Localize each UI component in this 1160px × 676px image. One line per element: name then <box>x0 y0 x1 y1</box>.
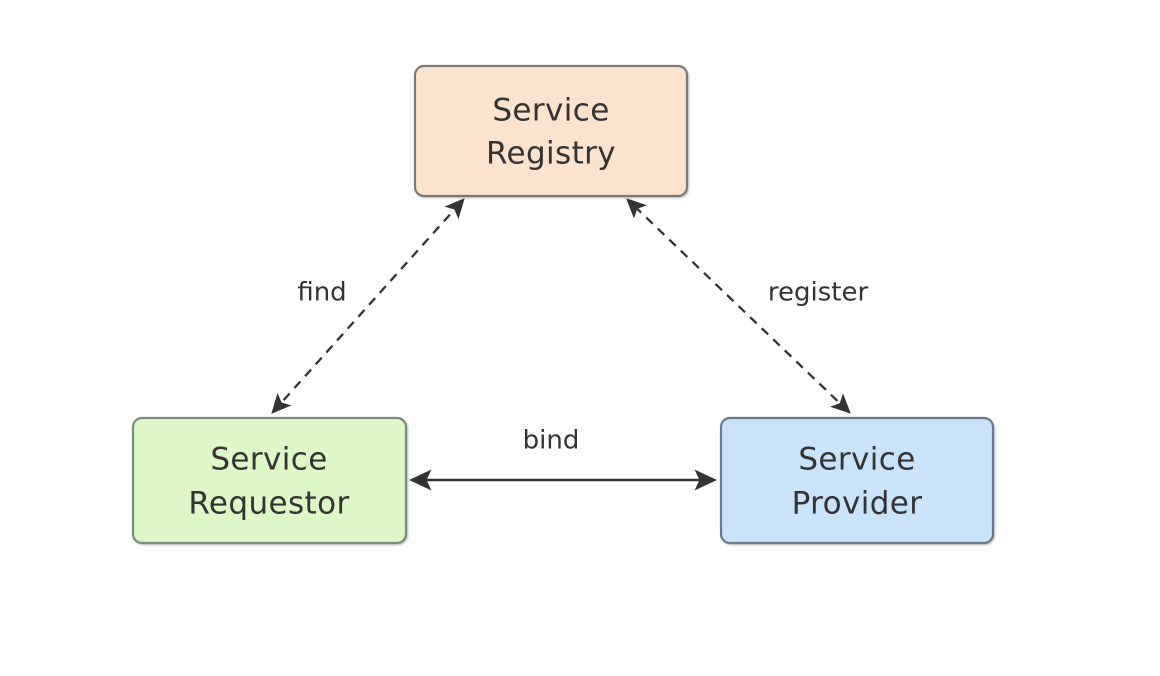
edge-find-label-bg <box>283 274 362 311</box>
edge-find-label: find <box>297 278 346 308</box>
edge-register-line[interactable] <box>626 198 851 414</box>
service-provider-label-line2: Provider <box>792 486 923 522</box>
edge-bind-label: bind <box>523 426 580 456</box>
node-service-requestor[interactable]: Service Requestor <box>131 416 408 545</box>
service-provider-box[interactable] <box>719 416 995 545</box>
node-service-registry[interactable]: Service Registry <box>413 64 689 198</box>
service-requestor-label-line2: Requestor <box>188 486 349 522</box>
node-service-provider[interactable]: Service Provider <box>719 416 995 545</box>
edge-find-group[interactable]: find <box>271 198 465 414</box>
service-registry-box[interactable] <box>413 64 689 198</box>
edge-bind-label-bg <box>506 422 598 459</box>
edge-bind-group[interactable]: bind <box>409 422 717 491</box>
edge-register-label-bg <box>752 274 885 311</box>
edge-register-label: register <box>768 278 869 308</box>
service-registry-label-line1: Service <box>492 93 609 129</box>
service-registry-label-line2: Registry <box>486 136 616 172</box>
service-requestor-label-line1: Service <box>210 442 327 478</box>
service-requestor-box[interactable] <box>131 416 408 545</box>
service-provider-label-line1: Service <box>798 442 915 478</box>
edge-register-group[interactable]: register <box>626 198 885 414</box>
